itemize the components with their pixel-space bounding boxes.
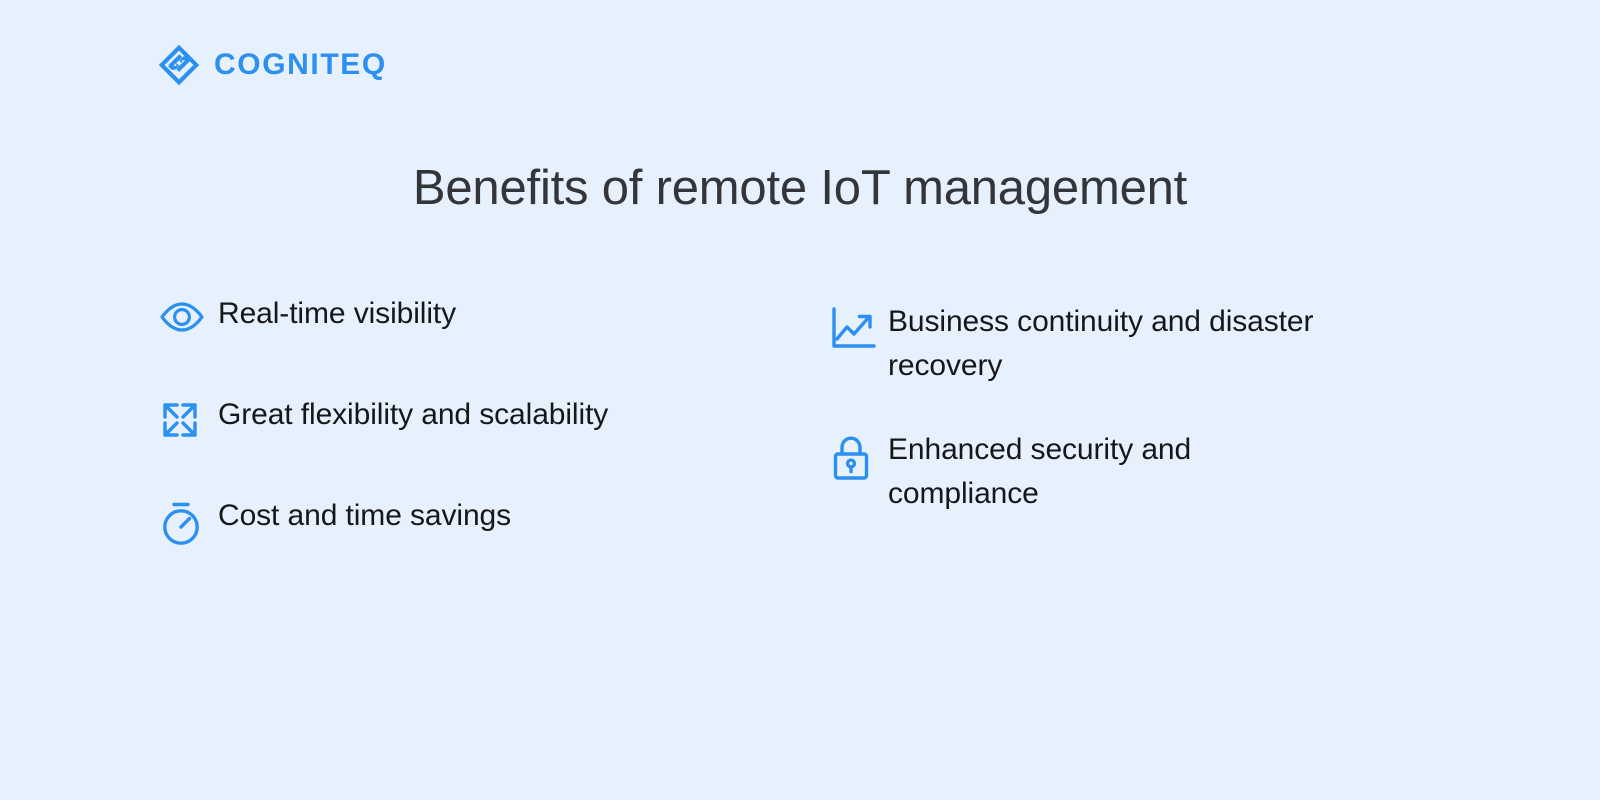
stopwatch-icon: [158, 494, 218, 547]
eye-icon: [158, 292, 218, 337]
benefits-right-column: Business continuity and disaster recover…: [818, 292, 1448, 595]
benefit-label: Business continuity and disaster recover…: [888, 305, 1314, 383]
benefit-label: Real-time visibility: [218, 297, 457, 330]
lock-icon: [828, 428, 888, 483]
benefit-label: Cost and time savings: [218, 499, 512, 532]
benefit-item: Cost and time savings: [158, 494, 818, 595]
benefit-item: Real-time visibility: [158, 292, 818, 393]
brand-logo: COGNITEQ: [158, 44, 387, 86]
benefit-item: Business continuity and disaster recover…: [828, 300, 1448, 428]
brand-name: COGNITEQ: [214, 48, 387, 81]
cogniteq-diamond-logo-icon: [158, 44, 200, 86]
expand-arrows-icon: [158, 393, 218, 442]
page-title: Benefits of remote IoT management: [412, 161, 1188, 215]
benefits-left-column: Real-time visibility: [158, 292, 818, 595]
benefit-label: Great flexibility and scalability: [218, 398, 609, 431]
benefit-item: Great flexibility and scalability: [158, 393, 818, 494]
benefit-item: Enhanced security and compliance: [828, 428, 1448, 556]
benefit-label: Enhanced security and compliance: [888, 433, 1192, 511]
benefits-list: Real-time visibility: [158, 292, 1448, 595]
trend-chart-icon: [828, 300, 888, 353]
